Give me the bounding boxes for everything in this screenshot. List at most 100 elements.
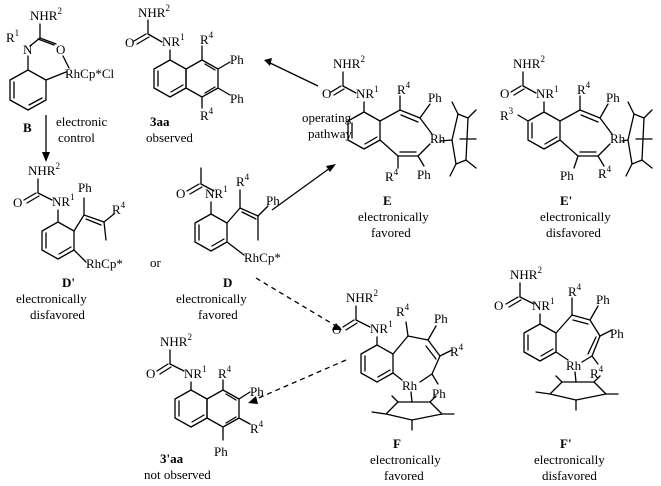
or-label: or: [150, 255, 162, 270]
Fp-nr1-label: NR1: [532, 296, 555, 313]
Dp-o-label: O: [13, 195, 22, 210]
B-o-label: O: [56, 42, 65, 57]
Dp-nhr2-label: NHR2: [28, 161, 60, 178]
D-ph-label: Ph: [266, 193, 280, 208]
Ep-r3-label: R3: [500, 106, 514, 123]
Ep-ph2-label: Ph: [560, 168, 574, 183]
Dp-ph-label: Ph: [78, 180, 92, 195]
3paa-ph1-label: Ph: [250, 384, 264, 399]
F-id: F: [393, 436, 401, 451]
3paa-ph2-label: Ph: [214, 444, 228, 459]
D-o-label: O: [176, 186, 185, 201]
3aa-nr1-label: NR1: [162, 32, 185, 49]
3paa-not-observed-label: not observed: [144, 467, 211, 482]
3aa-nhr2-label: NHR2: [138, 3, 170, 20]
Ep-id: E': [560, 193, 572, 208]
3aa-ph2-label: Ph: [230, 91, 244, 106]
F-rh-label: Rh: [402, 378, 418, 393]
Fp-ph2-label: Ph: [610, 326, 624, 341]
Fp-rh-label: Rh: [566, 358, 582, 373]
B-rhcpcl-label: RhCp*Cl: [65, 66, 115, 81]
3paa-o-label: O: [146, 366, 155, 381]
Fp-note2: disfavored: [542, 468, 597, 483]
Dp-nr1-label: NR1: [52, 192, 75, 209]
Ep-r4-label: R4: [577, 80, 591, 97]
compound-3aa: NHR2 O NR1 R4 Ph Ph R4 3aa observed: [125, 3, 244, 145]
compound-E: NHR2 O NR1 R4 Ph R4 Ph Rh: [322, 54, 477, 240]
Fp-cp-star-ligand: [535, 371, 619, 411]
B-id: B: [23, 120, 32, 135]
F-r4-label: R4: [396, 302, 410, 319]
compound-3prime-aa: NHR2 O NR1 R4 Ph R4 Ph 3'aa not observed: [144, 332, 264, 482]
Dp-r4-label: R4: [112, 200, 126, 217]
E-rh-label: Rh: [430, 131, 446, 146]
F-note1: electronically: [370, 452, 441, 467]
Ep-r4b-label: R4: [598, 164, 612, 181]
compound-D: O NR1 R4 Ph RhCp* D electronically favor…: [176, 167, 281, 322]
E-r4b-label: R4: [385, 167, 399, 184]
compound-D-prime: NHR2 O NR1 Ph R4 RhCp* D' electronically…: [13, 161, 126, 322]
compound-B: NHR2 R1 N O RhCp*Cl B: [6, 6, 115, 135]
operating-pathway-arrow: operating pathway: [264, 58, 353, 141]
B-n-label: N: [23, 42, 33, 57]
Dp-rhcp-label: RhCp*: [86, 256, 123, 271]
D-rhcp-label: RhCp*: [244, 250, 281, 265]
Dp-note2: disfavored: [30, 307, 85, 322]
Ep-cp-star-ligand: [621, 101, 653, 177]
Fp-note1: electronically: [534, 452, 605, 467]
Ep-note1: electronically: [540, 209, 611, 224]
F-nr1-label: NR1: [370, 319, 393, 336]
3paa-r4-label: R4: [218, 364, 232, 381]
3aa-r4-label: R4: [200, 30, 214, 47]
Ep-nr1-label: NR1: [536, 84, 559, 101]
B-r1-label: R1: [6, 28, 19, 45]
D-nr1-label: NR1: [205, 184, 228, 201]
3aa-id: 3aa: [150, 114, 170, 129]
E-ph2-label: Ph: [417, 167, 431, 182]
E-cp-star-ligand: [439, 101, 477, 177]
E-ph1-label: Ph: [428, 90, 442, 105]
Fp-r4-label: R4: [568, 282, 582, 299]
E-nr1-label: NR1: [356, 84, 379, 101]
Ep-nhr2-label: NHR2: [513, 54, 545, 71]
E-r4-label: R4: [397, 80, 411, 97]
electronic-control-arrow: electronic control: [42, 114, 107, 162]
Fp-r4b-label: R4: [590, 364, 604, 381]
compound-F-prime: NHR2 O NR1 R4 Ph Ph R4 Rh: [494, 265, 624, 483]
compound-E-prime: NHR2 O NR1 R3 R4 Ph Ph R4 Rh: [500, 54, 653, 240]
3paa-r4b-label: R4: [250, 419, 264, 436]
Fp-o-label: O: [494, 298, 503, 313]
Ep-o-label: O: [500, 86, 509, 101]
Fp-id: F': [560, 436, 572, 451]
F-r4b-label: R4: [450, 342, 464, 359]
Ep-rh-label: Rh: [610, 131, 626, 146]
Ep-ph1-label: Ph: [606, 90, 620, 105]
F-ph1-label: Ph: [434, 311, 448, 326]
E-nhr2-label: NHR2: [333, 54, 365, 71]
F-nhr2-label: NHR2: [346, 288, 378, 305]
D-r4-label: R4: [236, 172, 250, 189]
E-note2: favored: [371, 225, 411, 240]
control-label: control: [58, 130, 95, 145]
compound-F: NHR2 O NR1 R4 Ph R4 Ph Rh: [332, 288, 464, 483]
Dp-id: D': [62, 275, 75, 290]
F-note2: favored: [384, 468, 424, 483]
3aa-ph1-label: Ph: [230, 52, 244, 67]
3aa-observed-label: observed: [146, 130, 193, 145]
3paa-id: 3'aa: [160, 451, 184, 466]
3aa-r4b-label: R4: [200, 106, 214, 123]
Fp-nhr2-label: NHR2: [510, 265, 542, 282]
3aa-o-label: O: [125, 35, 134, 50]
operating-label: operating: [302, 110, 352, 125]
E-note1: electronically: [358, 209, 429, 224]
D-id: D: [223, 275, 232, 290]
F-cp-star-ligand: [371, 391, 455, 431]
E-o-label: O: [322, 86, 331, 101]
B-nhr2-label: NHR2: [30, 6, 62, 23]
3paa-nr1-label: NR1: [184, 364, 207, 381]
D-note1: electronically: [176, 291, 247, 306]
arrow-D-to-F: [255, 277, 342, 330]
electronic-label: electronic: [56, 114, 107, 129]
arrow-F-to-3paa: [248, 359, 347, 404]
